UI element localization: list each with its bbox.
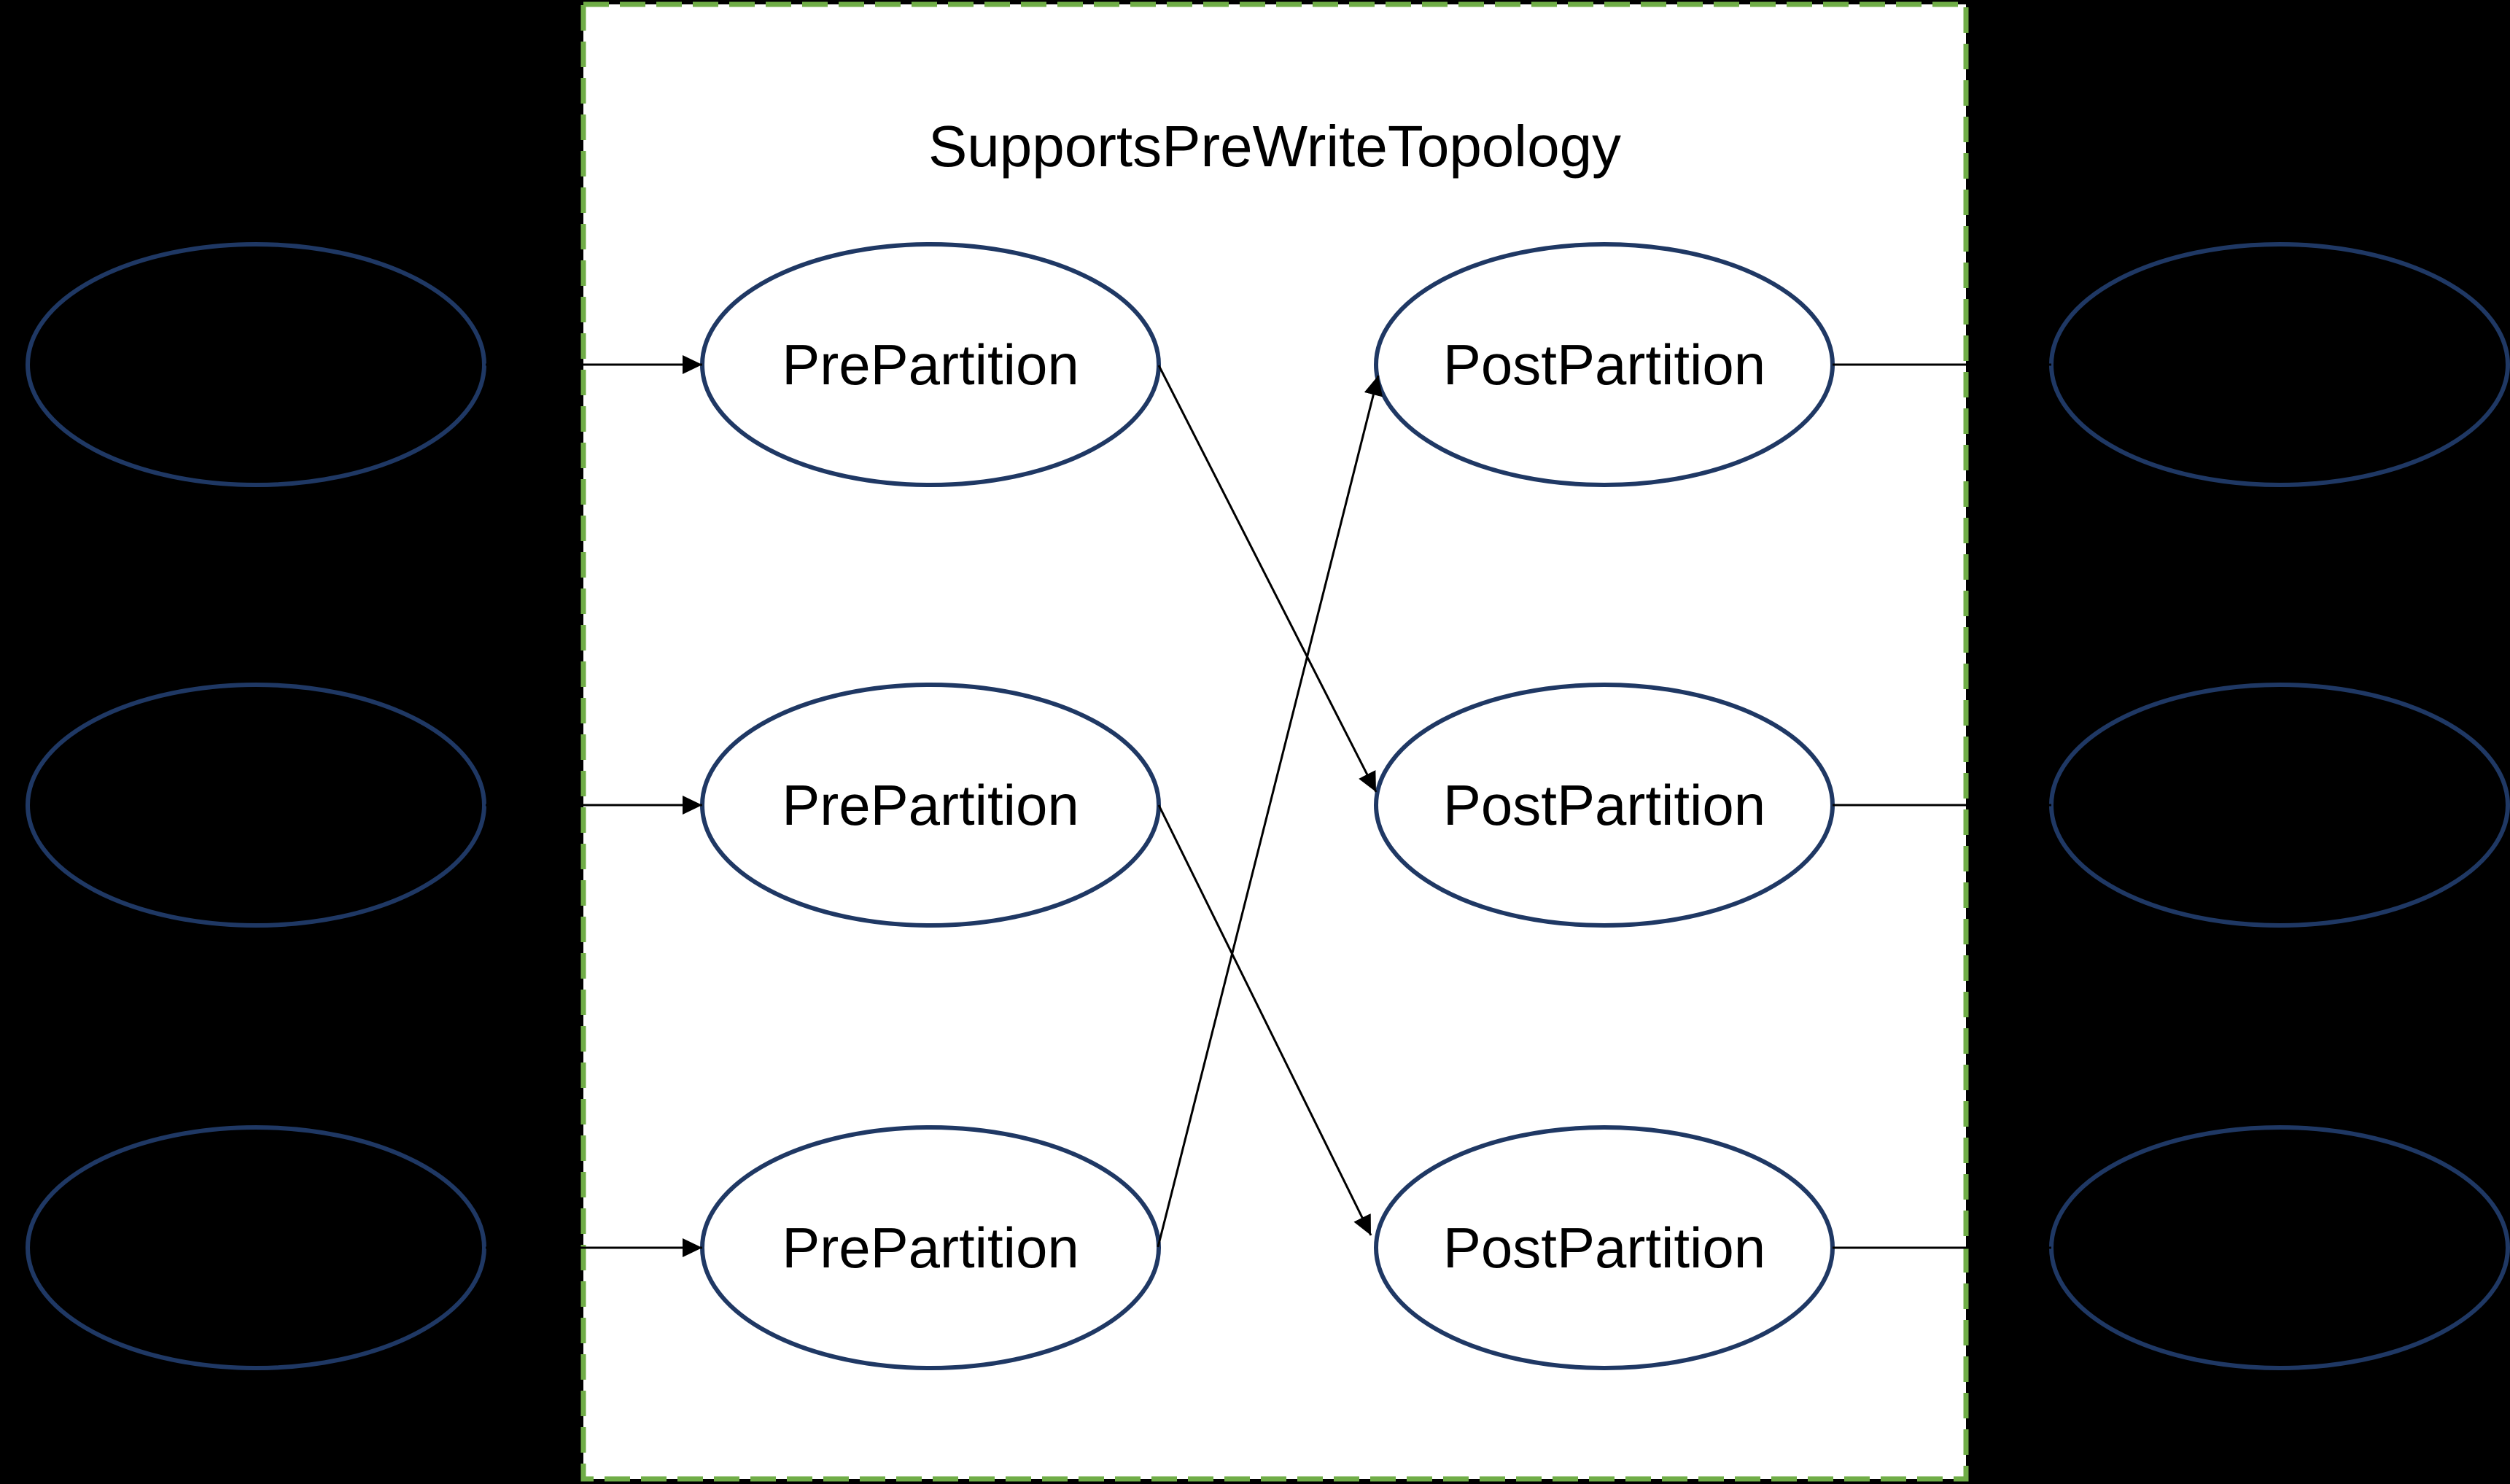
node-label-pre-partition-3: PrePartition [782, 1216, 1079, 1280]
node-label-post-partition-2: PostPartition [1443, 773, 1765, 837]
node-label-post-partition-3: PostPartition [1443, 1216, 1765, 1280]
page-title: SupportsPreWriteTopology [928, 114, 1621, 179]
node-label-post-partition-1: PostPartition [1443, 333, 1765, 397]
edge-pre1-post2 [1157, 365, 1378, 793]
external-node-right-2 [2049, 683, 2510, 928]
external-node-left-1 [26, 242, 486, 487]
edge-pre2-post3 [1157, 804, 1372, 1236]
external-node-left-2 [26, 683, 486, 928]
external-node-left-3 [26, 1125, 486, 1370]
external-node-right-3 [2049, 1125, 2510, 1370]
node-label-pre-partition-1: PrePartition [782, 333, 1079, 397]
external-node-right-1 [2049, 242, 2510, 487]
node-label-pre-partition-2: PrePartition [782, 773, 1079, 837]
edge-pre3-post1 [1157, 375, 1383, 1248]
